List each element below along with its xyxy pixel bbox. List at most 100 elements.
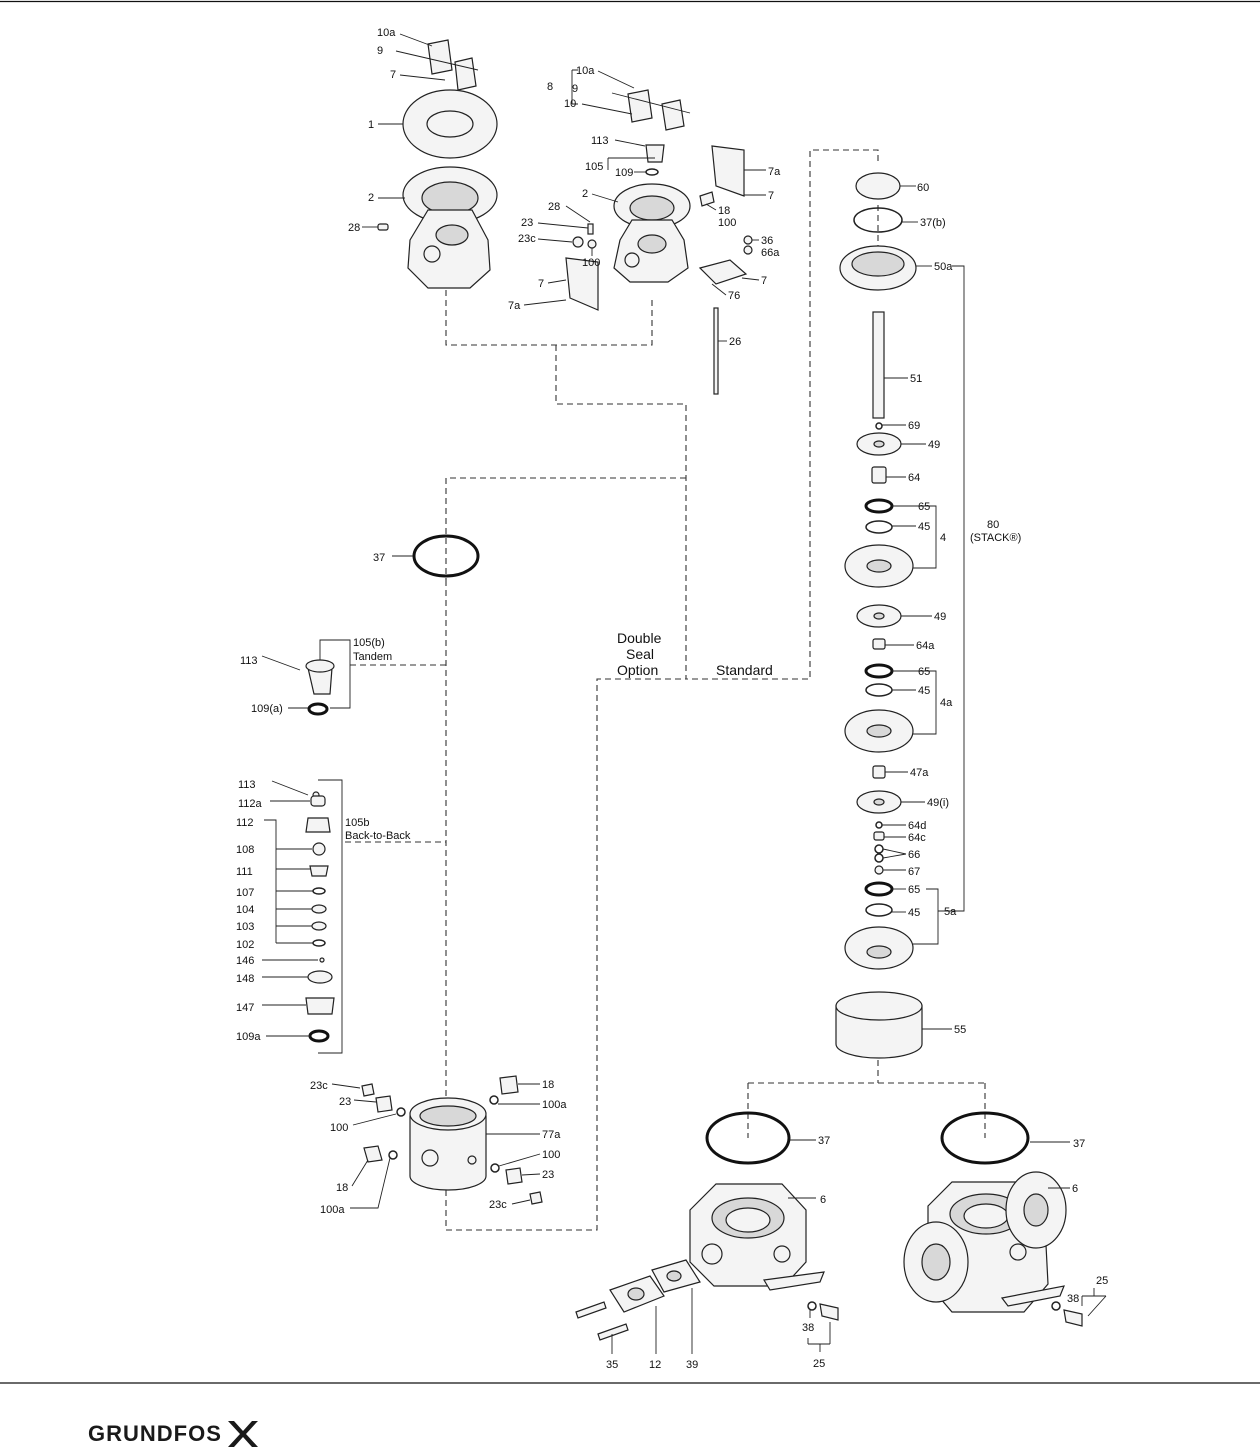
label-b-10a: 10a	[576, 65, 595, 77]
label-s-67: 67	[908, 866, 920, 878]
label-h2-38: 38	[1067, 1293, 1079, 1305]
label-b-9: 9	[572, 83, 578, 95]
label-k-107: 107	[236, 887, 254, 899]
label-s-4a: 4a	[940, 697, 953, 709]
label-m-77a: 77a	[542, 1129, 561, 1141]
label-s-stack: (STACK®)	[970, 532, 1021, 544]
grundfos-x-icon	[227, 1421, 258, 1447]
label-b-76: 76	[728, 290, 740, 302]
coupling-guard-left	[565, 257, 599, 311]
label-b-109: 109	[615, 167, 633, 179]
label-b-28: 28	[548, 201, 560, 213]
label-m-18: 18	[336, 1182, 348, 1194]
label-h2-25: 25	[1096, 1275, 1108, 1287]
top-middle-assembly: 8 10a 9 10 113 105 109 7a 7 2 28 18 100 …	[508, 65, 781, 395]
label-s-49b: 49	[934, 611, 946, 623]
seal-cartridge-105	[645, 144, 665, 163]
label-s-45: 45	[918, 521, 930, 533]
pump-base-oval-flange: 37 6 38 25 35 12 39	[575, 1111, 839, 1371]
label-a-1: 1	[368, 119, 374, 131]
label-k-103: 103	[236, 921, 254, 933]
label-h1-35: 35	[606, 1359, 618, 1371]
spacer-47a	[872, 765, 886, 779]
label-m-23: 23	[339, 1096, 351, 1108]
bearing-65	[864, 498, 894, 514]
label-k-105b: 105b	[345, 817, 369, 829]
label-s-4: 4	[940, 532, 946, 544]
ring-45	[865, 520, 893, 534]
label-standard: Standard	[716, 662, 773, 678]
label-h1-38: 38	[802, 1322, 814, 1334]
label-s-64a: 64a	[916, 640, 935, 652]
label-c-105b: 105(b)	[353, 637, 385, 649]
label-s-45b: 45	[918, 685, 930, 697]
label-k-109a: 109a	[236, 1031, 261, 1043]
label-a-9: 9	[377, 45, 383, 57]
label-b-7-right: 7	[768, 190, 774, 202]
label-b-23c: 23c	[518, 233, 536, 245]
label-s-5a: 5a	[944, 906, 957, 918]
label-k-148: 148	[236, 973, 254, 985]
spacer-64	[871, 466, 887, 484]
label-h1-37: 37	[818, 1135, 830, 1147]
spacer-64a	[872, 638, 886, 650]
label-m-23-right: 23	[542, 1169, 554, 1181]
pump-base-round-flange: 37 6 25 38	[903, 1111, 1108, 1327]
label-k-113: 113	[238, 779, 256, 791]
label-h1-6: 6	[820, 1194, 826, 1206]
label-s-50a: 50a	[934, 261, 953, 273]
label-double-seal-line3: Option	[617, 662, 658, 678]
label-b-8: 8	[547, 81, 553, 93]
label-b-7-right2: 7	[761, 275, 767, 287]
brand-name: GRUNDFOS	[88, 1421, 222, 1446]
label-b-105: 105	[585, 161, 603, 173]
label-b-2: 2	[582, 188, 588, 200]
bearing-65c	[864, 881, 894, 897]
label-h1-12: 12	[649, 1359, 661, 1371]
sleeve-55	[835, 1005, 923, 1059]
bearing-65b	[864, 663, 894, 679]
label-k-147: 147	[236, 1002, 254, 1014]
label-m-100a-right: 100a	[542, 1099, 567, 1111]
ring-45c	[865, 903, 893, 917]
o-ring-37	[412, 534, 480, 578]
label-k-108: 108	[236, 844, 254, 856]
label-s-65c: 65	[908, 884, 920, 896]
label-s-64: 64	[908, 472, 920, 484]
label-s-80: 80	[987, 519, 999, 531]
grundfos-logo: GRUNDFOS	[88, 1417, 260, 1451]
label-c-37: 37	[373, 552, 385, 564]
label-b-66a: 66a	[761, 247, 780, 259]
ring-45b	[865, 683, 893, 697]
label-k-back-to-back: Back-to-Back	[345, 830, 411, 842]
label-b-10: 10	[564, 98, 576, 110]
label-s-37b: 37(b)	[920, 217, 946, 229]
motor-stool-body	[407, 209, 491, 289]
label-c-tandem: Tandem	[353, 651, 392, 663]
label-s-65b: 65	[918, 666, 930, 678]
label-k-102: 102	[236, 939, 254, 951]
label-m-100-right: 100	[542, 1149, 560, 1161]
label-b-7a-left: 7a	[508, 300, 521, 312]
label-k-112: 112	[236, 817, 254, 829]
coupling-half-10	[454, 57, 477, 91]
label-s-51: 51	[910, 373, 922, 385]
top-left-assembly: 10a 9 7 1 2 28	[348, 27, 498, 289]
label-k-112a: 112a	[238, 798, 263, 810]
label-s-66: 66	[908, 849, 920, 861]
label-b-7a-right: 7a	[768, 166, 781, 178]
label-s-64c: 64c	[908, 832, 926, 844]
label-h2-6: 6	[1072, 1183, 1078, 1195]
connection-lines	[345, 149, 986, 1231]
label-h1-39: 39	[686, 1359, 698, 1371]
label-k-146: 146	[236, 955, 254, 967]
label-b-18: 18	[718, 205, 730, 217]
impeller-stack: 60 37(b) 50a 51 69 49 64 65 45 4 80 (STA…	[835, 172, 1021, 1059]
label-b-113: 113	[591, 135, 609, 147]
ring-69	[875, 422, 883, 430]
o-ring-37-base1	[705, 1111, 791, 1165]
label-b-23: 23	[521, 217, 533, 229]
label-s-65: 65	[918, 501, 930, 513]
label-s-60: 60	[917, 182, 929, 194]
